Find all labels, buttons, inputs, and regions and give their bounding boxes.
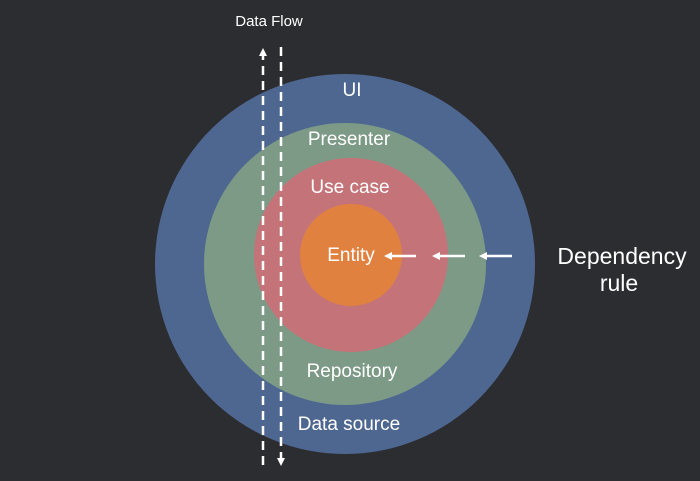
presenter-layer-label: Presenter: [308, 129, 391, 150]
dependency-rule-label-line2: rule: [600, 270, 638, 296]
ui-layer-label: UI: [343, 80, 362, 101]
entity-layer-label: Entity: [327, 245, 375, 266]
repository-label: Repository: [307, 361, 398, 382]
entity-layer-circle: [300, 204, 402, 306]
use-case-layer-label: Use case: [310, 177, 389, 198]
dependency-rule-label-line1: Dependency: [557, 243, 687, 269]
data-source-label: Data source: [298, 414, 400, 435]
data-flow-label: Data Flow: [235, 13, 303, 30]
